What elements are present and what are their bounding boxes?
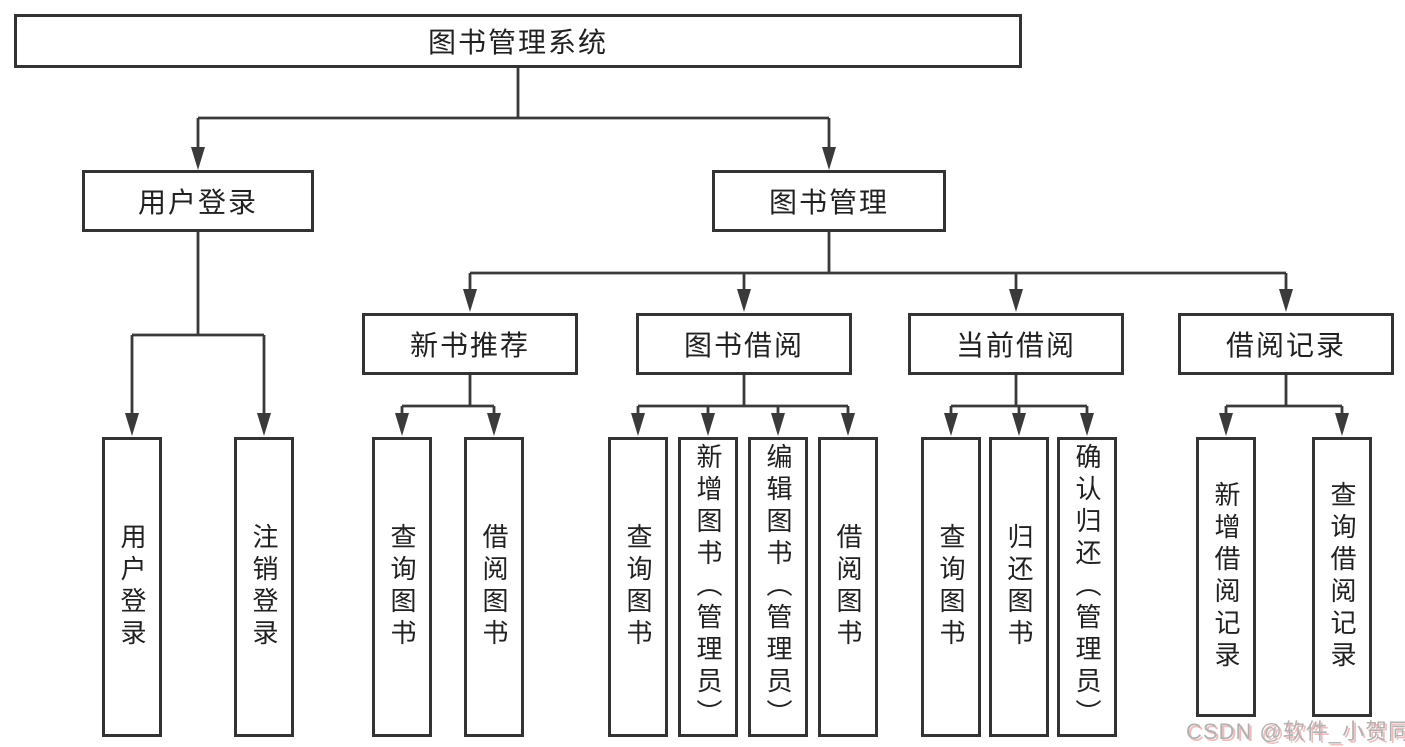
leaf-return-book: 归还图书 — [989, 437, 1049, 737]
leaf-confirm-return-admin: 确认归还（管理员） — [1057, 437, 1117, 737]
leaf-add-borrow-record: 新增借阅记录 — [1196, 437, 1256, 717]
leaf-query-borrow-record: 查询借阅记录 — [1312, 437, 1372, 717]
arrow-down-icon — [395, 413, 409, 436]
node-user-login: 用户登录 — [82, 170, 314, 232]
leaf-borrow-book-1: 借阅图书 — [464, 437, 524, 737]
arrow-down-icon — [841, 413, 855, 436]
leaf-user-login: 用户登录 — [102, 437, 162, 737]
connector-book-mgmt-to-level2 — [463, 232, 1293, 312]
leaf-query-book-1: 查询图书 — [372, 437, 432, 737]
node-book-management: 图书管理 — [712, 170, 946, 232]
leaf-add-book-admin: 新增图书（管理员） — [678, 437, 738, 737]
arrow-down-icon — [463, 289, 477, 312]
arrow-down-icon — [1279, 289, 1293, 312]
node-borrow-records: 借阅记录 — [1178, 313, 1394, 375]
connector-current-to-leaves — [944, 375, 1094, 436]
arrow-down-icon — [1219, 413, 1233, 436]
arrow-down-icon — [257, 413, 271, 436]
arrow-down-icon — [631, 413, 645, 436]
arrow-down-icon — [737, 289, 751, 312]
connector-user-login-to-leaves — [125, 232, 271, 436]
leaf-borrow-book-2: 借阅图书 — [818, 437, 878, 737]
leaf-logout: 注销登录 — [234, 437, 294, 737]
arrow-down-icon — [1080, 413, 1094, 436]
node-root-system: 图书管理系统 — [14, 14, 1022, 68]
leaf-query-book-3: 查询图书 — [921, 437, 981, 737]
arrow-down-icon — [1012, 413, 1026, 436]
connector-records-to-leaves — [1219, 375, 1349, 436]
connector-root-to-level1 — [191, 68, 836, 170]
arrow-down-icon — [1009, 289, 1023, 312]
arrow-down-icon — [125, 413, 139, 436]
arrow-down-icon — [487, 413, 501, 436]
arrow-down-icon — [1335, 413, 1349, 436]
connector-borrow-to-leaves — [631, 375, 855, 436]
node-current-borrow: 当前借阅 — [908, 313, 1124, 375]
arrow-down-icon — [944, 413, 958, 436]
arrow-down-icon — [191, 147, 205, 170]
leaf-edit-book-admin: 编辑图书（管理员） — [748, 437, 808, 737]
connector-new-book-to-leaves — [395, 375, 501, 436]
arrow-down-icon — [701, 413, 715, 436]
arrow-down-icon — [822, 147, 836, 170]
arrow-down-icon — [771, 413, 785, 436]
csdn-watermark: CSDN @软件_小贺同学 — [1186, 719, 1405, 744]
node-book-borrow: 图书借阅 — [636, 313, 852, 375]
node-new-book-recommend: 新书推荐 — [362, 313, 578, 375]
leaf-query-book-2: 查询图书 — [608, 437, 668, 737]
